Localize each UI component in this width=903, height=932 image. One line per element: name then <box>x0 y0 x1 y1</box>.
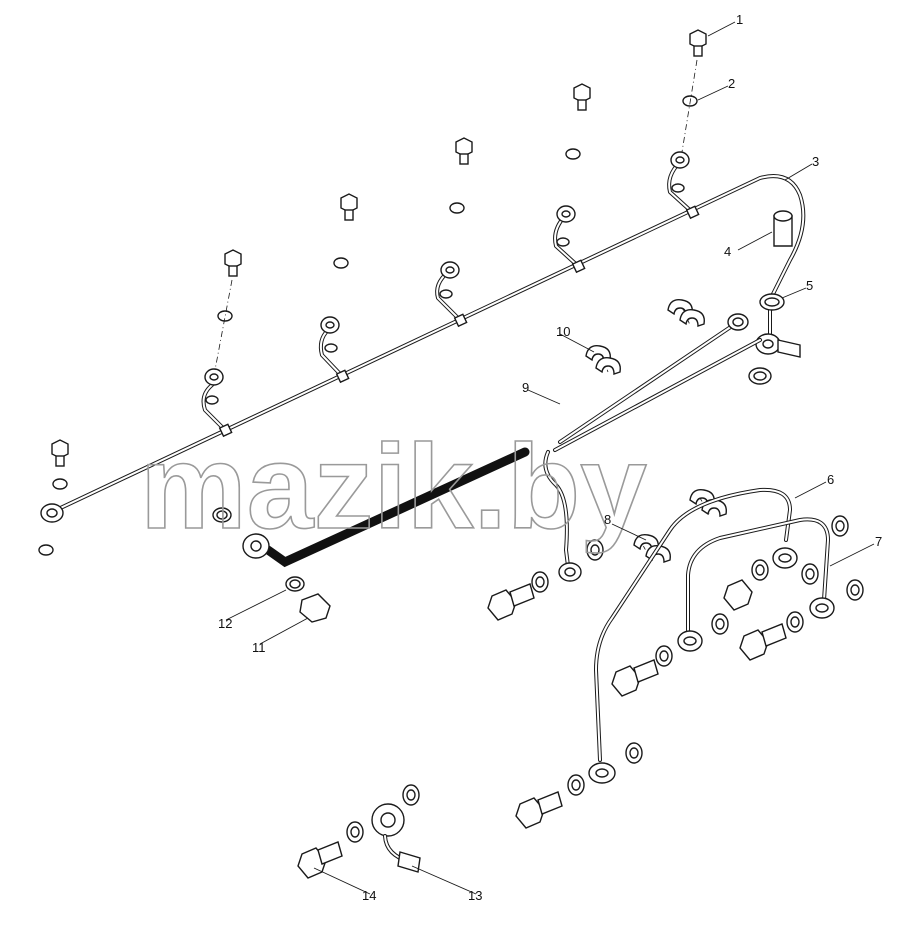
callout-7: 7 <box>875 534 882 549</box>
injector-pipes <box>588 487 835 784</box>
callout-10: 10 <box>556 324 570 339</box>
callout-14: 14 <box>362 888 376 903</box>
callout-12: 12 <box>218 616 232 631</box>
callout-1: 1 <box>736 12 743 27</box>
callout-5: 5 <box>806 278 813 293</box>
callout-9: 9 <box>522 380 529 395</box>
callout-8: 8 <box>604 512 611 527</box>
callout-2: 2 <box>728 76 735 91</box>
banjo-eyes <box>204 151 690 386</box>
callout-11: 11 <box>252 640 266 655</box>
banjo-bolts-top <box>51 29 707 467</box>
banjo-fitting-assembly <box>297 784 421 879</box>
fuel-rail-pipe <box>40 160 806 523</box>
callout-13: 13 <box>468 888 482 903</box>
callout-labels: 1 2 3 4 5 6 7 8 9 10 11 12 13 14 <box>218 12 882 903</box>
bolts-and-washers <box>299 515 864 829</box>
callout-3: 3 <box>812 154 819 169</box>
callout-4: 4 <box>724 244 731 259</box>
leader-lines <box>225 21 875 895</box>
tee-fitting <box>748 210 801 385</box>
watermark: mazik.by <box>140 420 647 554</box>
sealing-washers <box>38 95 698 556</box>
return-line <box>212 313 762 592</box>
callout-6: 6 <box>827 472 834 487</box>
